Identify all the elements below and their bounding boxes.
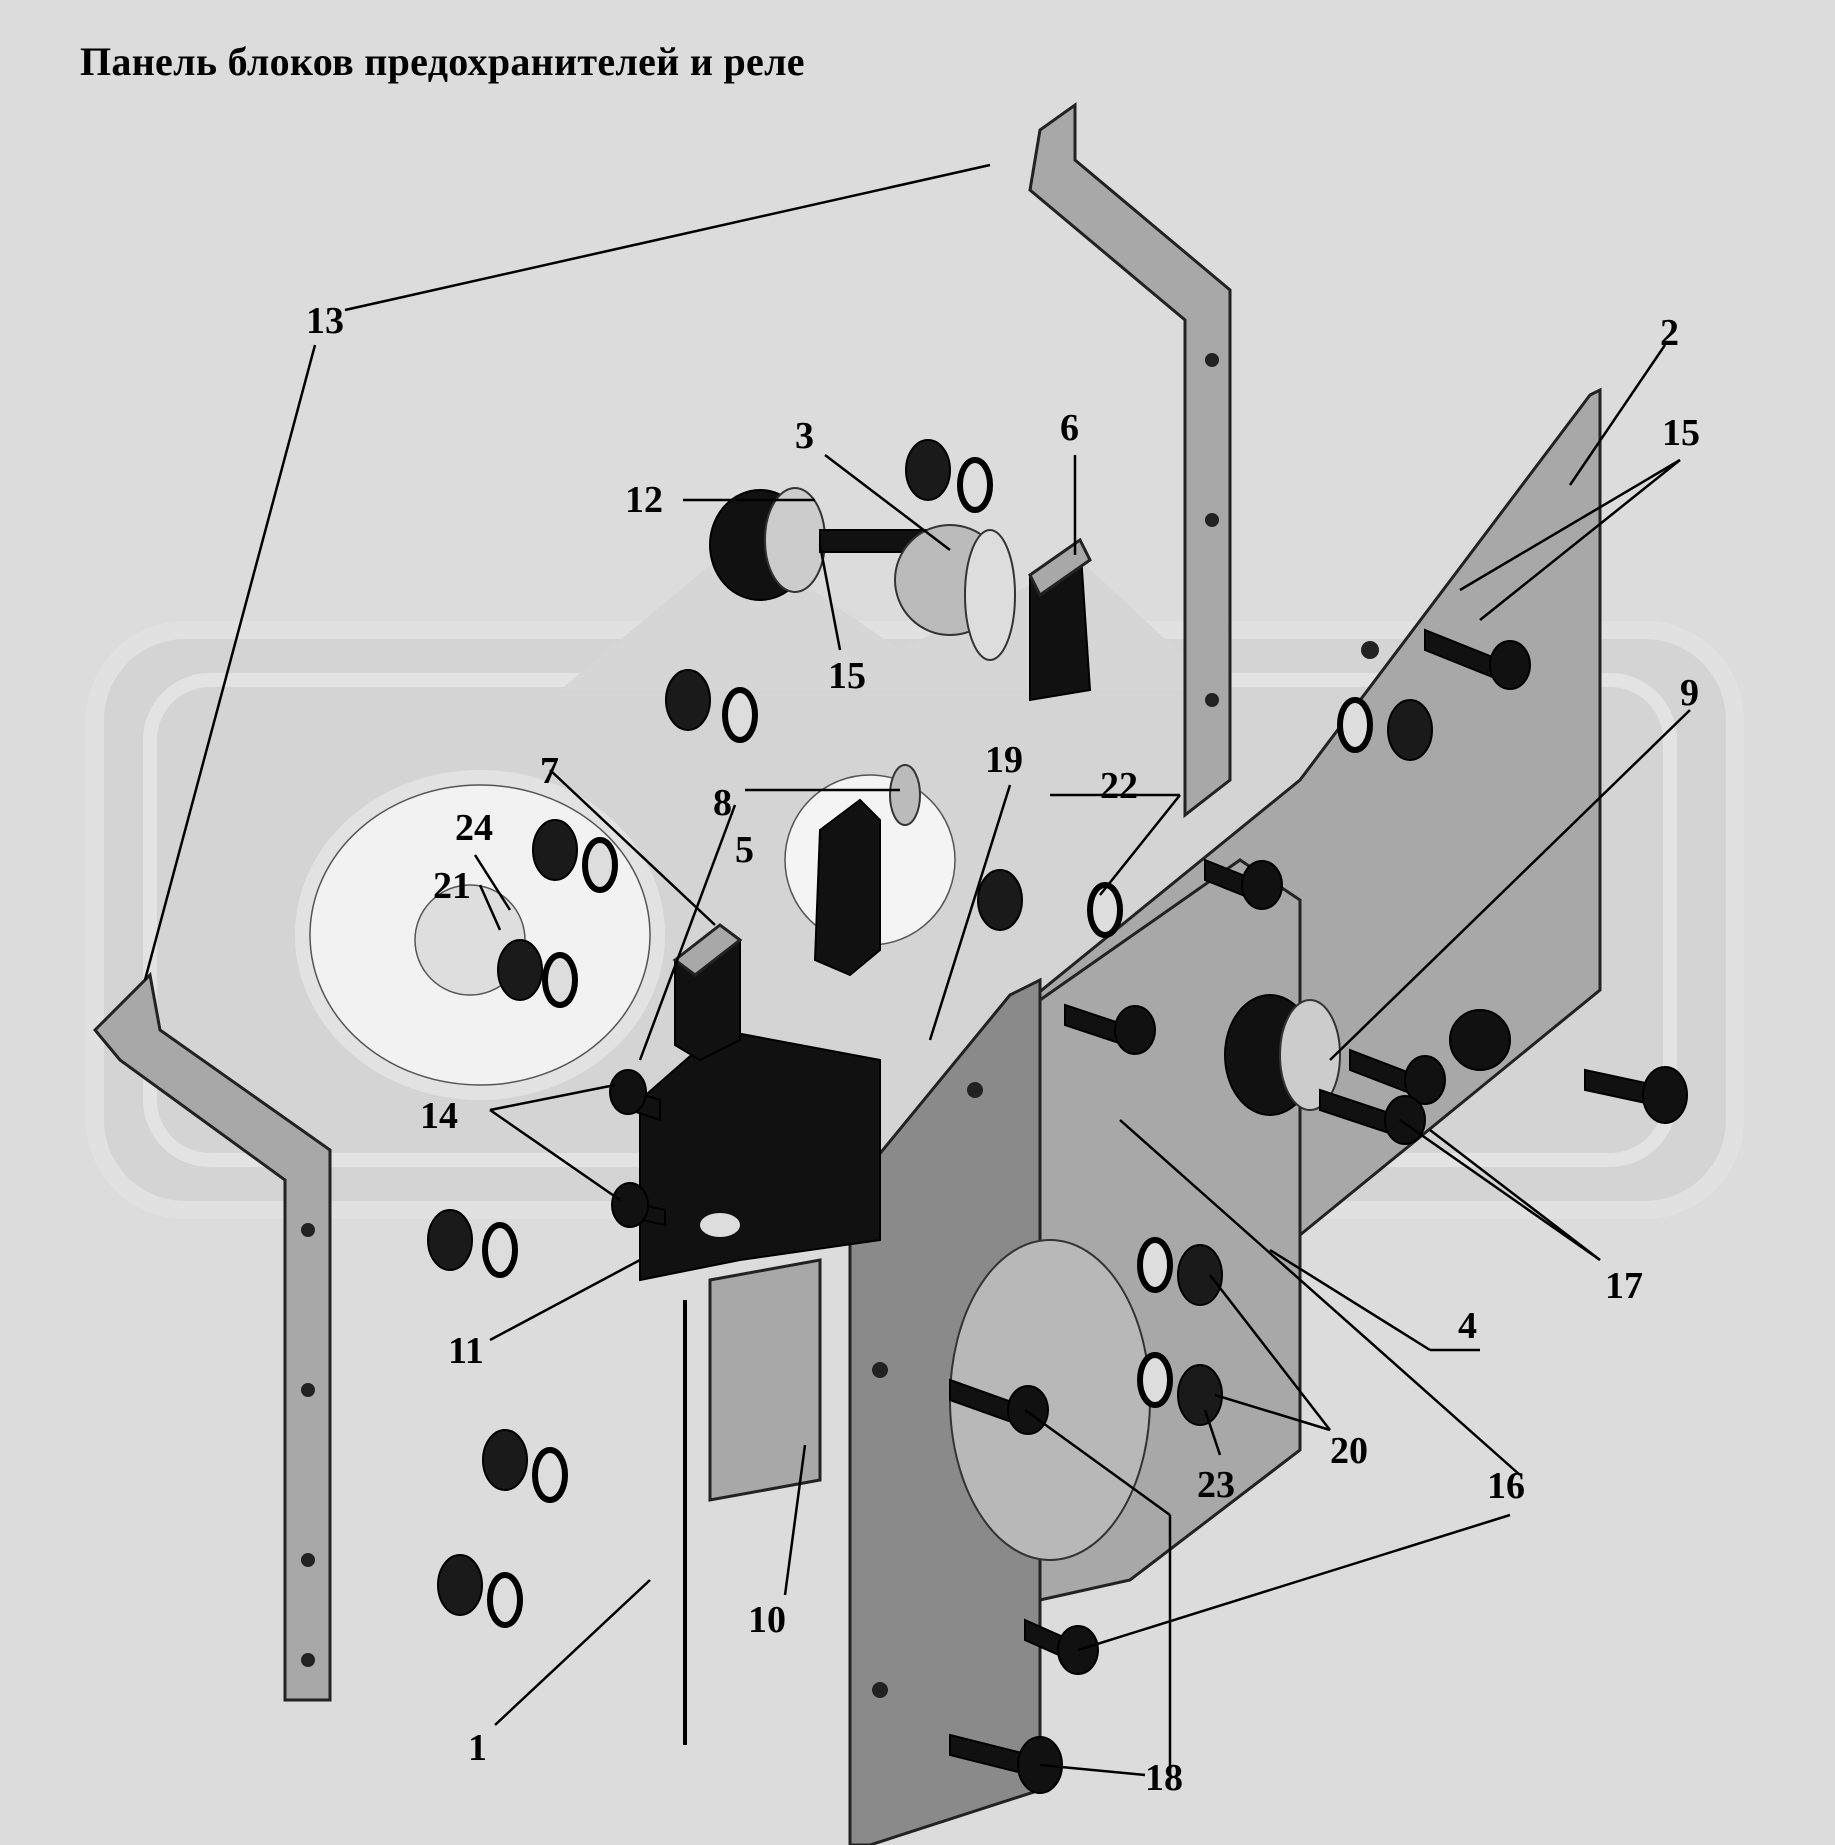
callout-20: 20 <box>1330 1430 1368 1472</box>
callout-21: 21 <box>433 865 471 907</box>
resistor-assembly <box>709 487 1092 702</box>
callout-23: 23 <box>1197 1464 1235 1506</box>
callout-2: 2 <box>1660 312 1679 354</box>
bolts <box>609 628 1688 1794</box>
callout-8: 8 <box>713 782 732 824</box>
callout-12: 12 <box>625 479 663 521</box>
callout-10: 10 <box>748 1599 786 1641</box>
relay-7 <box>672 923 743 1062</box>
nut-washer-sets <box>427 439 1433 1628</box>
callout-18: 18 <box>1145 1757 1183 1799</box>
callout-15-right: 15 <box>1662 412 1700 454</box>
callout-15-left: 15 <box>828 655 866 697</box>
callout-1: 1 <box>468 1727 487 1769</box>
callout-14: 14 <box>420 1095 458 1137</box>
leader-lines <box>143 163 1691 1777</box>
callout-9: 9 <box>1680 672 1699 714</box>
callout-13: 13 <box>306 300 344 342</box>
callout-4: 4 <box>1458 1305 1477 1347</box>
fuse-holder-9 <box>1224 994 1341 1116</box>
callout-3: 3 <box>795 415 814 457</box>
page-title: Панель блоков предохранителей и реле <box>80 39 805 84</box>
bracket-13-left <box>92 971 332 1702</box>
relay-5 <box>813 764 921 977</box>
callout-17: 17 <box>1605 1265 1643 1307</box>
bracket-13-right <box>1028 102 1232 819</box>
callout-7: 7 <box>540 750 559 792</box>
callout-19: 19 <box>985 739 1023 781</box>
callout-11: 11 <box>448 1330 484 1372</box>
callout-22: 22 <box>1100 765 1138 807</box>
callout-16: 16 <box>1487 1465 1525 1507</box>
callout-24: 24 <box>455 807 493 849</box>
relay-block-11 <box>639 1028 881 1502</box>
callout-5: 5 <box>735 829 754 871</box>
callout-labels: 1 2 3 4 5 6 7 8 9 10 11 12 13 14 15 15 1… <box>306 300 1700 1799</box>
callout-6: 6 <box>1060 407 1079 449</box>
